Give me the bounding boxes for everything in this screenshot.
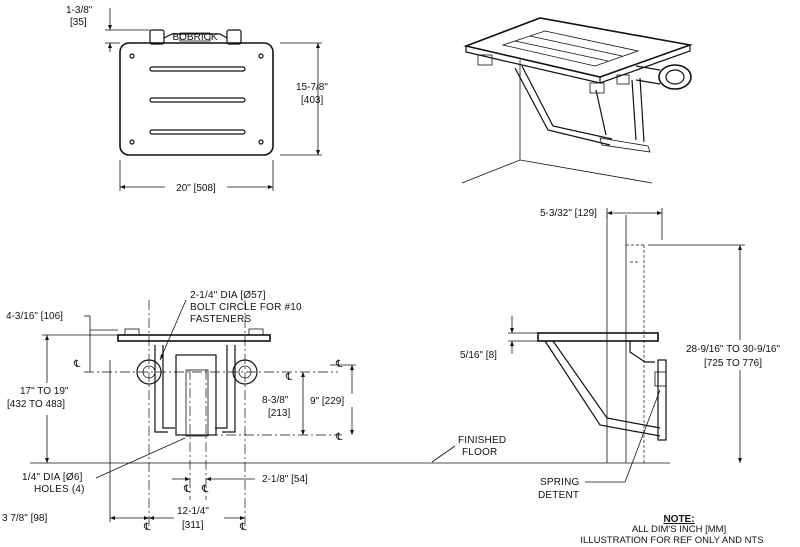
cl-symbol: ℄ — [73, 359, 81, 370]
top-view: BOBRICK 1-3/8" [35] 15-7/8" [403] — [66, 5, 328, 194]
finished-floor-label-1: FINISHED — [458, 435, 506, 446]
holes-label-2: HOLES (4) — [34, 484, 85, 495]
spring-detent-label-1: SPRING — [540, 477, 580, 488]
spring-detent-label-2: DETENT — [538, 490, 579, 501]
bottom-dim-mm: [311] — [182, 520, 204, 531]
cl-symbol: ℄ — [143, 522, 151, 533]
cl-symbol: ℄ — [335, 359, 343, 370]
top-tab-dim: 1-3/8" — [66, 5, 93, 16]
cl-symbol: ℄ — [285, 372, 293, 383]
side-view: 5-3/32" [129] 5/16" [8] 28-9/16" TO 30-9… — [30, 208, 796, 501]
note-line-1: ALL DIM'S INCH [MM] — [632, 524, 726, 535]
bolt-circle-label-1: 2-1/4" DIA [Ø57] — [190, 290, 266, 301]
bolt-circle-label-3: FASTENERS — [190, 314, 251, 325]
top-tab-dim-mm: [35] — [70, 17, 87, 28]
holes-label-1: 1/4" DIA [Ø6] — [22, 472, 83, 483]
cl-symbol: ℄ — [183, 484, 191, 495]
top-height-dim: 15-7/8" — [296, 82, 328, 93]
vertical-dim-mm: [213] — [268, 408, 290, 419]
vertical-total-dim: 9" [229] — [310, 396, 344, 407]
bottom-dim: 12-1/4" — [177, 506, 209, 517]
brand-badge: BOBRICK — [172, 32, 217, 43]
finished-floor-label-2: FLOOR — [462, 447, 497, 458]
note-title: NOTE: — [663, 514, 694, 525]
depth-dim: 5-3/32" [129] — [540, 208, 597, 219]
note-line-2: ILLUSTRATION FOR REF ONLY AND NTS — [580, 535, 763, 546]
overall-height-dim-1: 28-9/16" TO 30-9/16" — [686, 344, 780, 355]
offset-dim: 4-3/16" [106] — [6, 311, 63, 322]
top-height-dim-mm: [403] — [301, 95, 323, 106]
floor-height-dim: 17" TO 19" — [20, 386, 69, 397]
cl-symbol: ℄ — [201, 484, 209, 495]
front-view: ℄ ℄ ℄ ℄ ℄ ℄ ℄ ℄ 4-3/16" [106] 2-1/4" DIA… — [2, 290, 356, 533]
floor-height-dim-mm: [432 TO 483] — [7, 399, 65, 410]
inner-dim: 2-1/8" [54] — [262, 474, 308, 485]
top-width-dim: 20" [508] — [176, 183, 216, 194]
cl-symbol: ℄ — [335, 432, 343, 443]
cl-symbol: ℄ — [239, 522, 247, 533]
note-block: NOTE: ALL DIM'S INCH [MM] ILLUSTRATION F… — [580, 514, 763, 546]
thickness-dim: 5/16" [8] — [460, 350, 497, 361]
left-dim: 3 7/8" [98] — [2, 513, 47, 524]
isometric-view — [461, 17, 694, 184]
vertical-dim: 8-3/8" — [262, 395, 289, 406]
overall-height-dim-2: [725 TO 776] — [704, 358, 762, 369]
bolt-circle-label-2: BOLT CIRCLE FOR #10 — [190, 302, 302, 313]
